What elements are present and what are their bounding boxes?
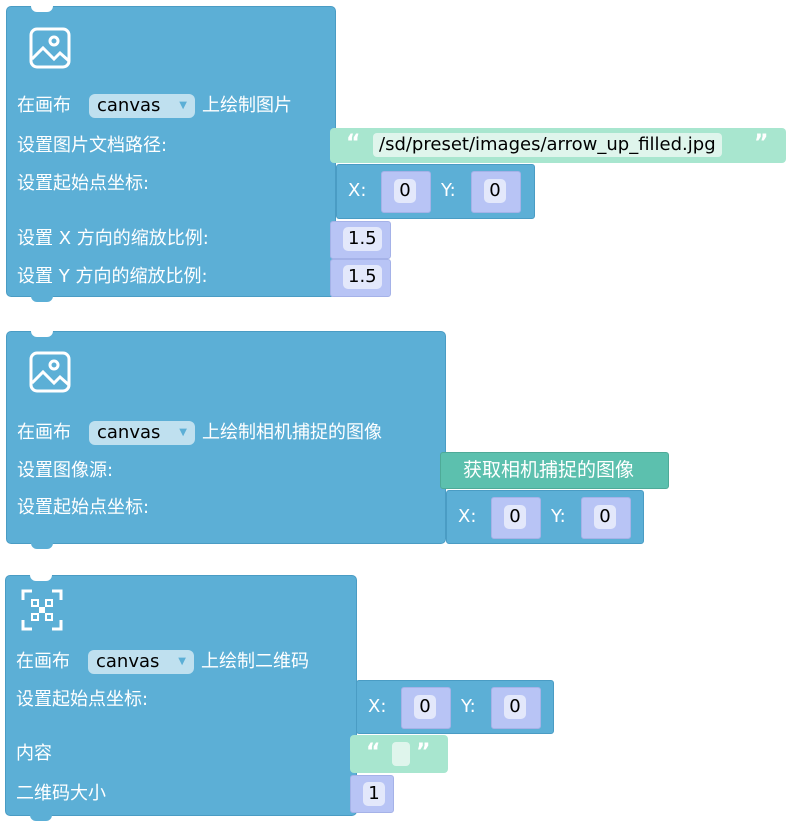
size-number-block[interactable]: 1 xyxy=(350,775,394,813)
content-string-block[interactable]: “ ” xyxy=(350,735,448,773)
notch xyxy=(31,6,53,12)
y-number-block[interactable]: 0 xyxy=(471,171,521,213)
scale-x-number-block[interactable]: 1.5 xyxy=(330,221,391,259)
size-label: 二维码大小 xyxy=(16,783,106,804)
start-point-label: 设置起始点坐标: xyxy=(16,689,149,710)
source-label: 设置图像源: xyxy=(17,460,114,481)
next-tab xyxy=(31,296,53,302)
content-label: 内容 xyxy=(16,743,52,764)
y-label: Y: xyxy=(441,180,456,201)
draw-image-block[interactable]: 在画布 canvas ▼ 上绘制图片 设置图片文档路径: 设置起始点坐标: 设置 … xyxy=(6,6,336,302)
scale-y-input[interactable]: 1.5 xyxy=(343,265,382,289)
canvas-dropdown[interactable]: canvas ▼ xyxy=(88,650,194,674)
x-label: X: xyxy=(368,696,387,717)
coordinate-block[interactable]: X: 0 Y: 0 xyxy=(356,680,554,734)
block-prefix: 在画布 xyxy=(17,422,71,443)
x-input[interactable]: 0 xyxy=(394,179,416,203)
y-label: Y: xyxy=(461,696,476,717)
start-point-label: 设置起始点坐标: xyxy=(17,173,150,194)
canvas-dropdown-value: canvas xyxy=(97,422,161,443)
path-input[interactable]: /sd/preset/images/arrow_up_filled.jpg xyxy=(373,133,722,157)
next-tab xyxy=(30,815,52,821)
quote-open-icon: “ xyxy=(346,131,361,156)
canvas-dropdown-value: canvas xyxy=(96,651,160,672)
coordinate-block[interactable]: X: 0 Y: 0 xyxy=(336,164,535,219)
y-label: Y: xyxy=(551,506,566,527)
scale-y-number-block[interactable]: 1.5 xyxy=(330,259,391,297)
scale-x-input[interactable]: 1.5 xyxy=(343,227,382,251)
x-number-block[interactable]: 0 xyxy=(491,497,541,539)
y-input[interactable]: 0 xyxy=(484,179,506,203)
camera-capture-block[interactable]: 获取相机捕捉的图像 xyxy=(440,452,669,489)
x-number-block[interactable]: 0 xyxy=(401,687,451,729)
x-number-block[interactable]: 0 xyxy=(381,171,431,213)
block-suffix: 上绘制相机捕捉的图像 xyxy=(202,422,382,443)
canvas-dropdown-value: canvas xyxy=(97,95,161,116)
scale-y-label: 设置 Y 方向的缩放比例: xyxy=(17,266,208,287)
x-label: X: xyxy=(348,180,367,201)
notch xyxy=(30,575,52,581)
size-input[interactable]: 1 xyxy=(363,782,385,806)
canvas-dropdown[interactable]: canvas ▼ xyxy=(89,421,195,445)
notch xyxy=(31,331,53,337)
draw-camera-image-block[interactable]: 在画布 canvas ▼ 上绘制相机捕捉的图像 设置图像源: 设置起始点坐标: xyxy=(6,331,446,549)
path-string-block[interactable]: “ /sd/preset/images/arrow_up_filled.jpg … xyxy=(330,128,786,163)
coordinate-block[interactable]: X: 0 Y: 0 xyxy=(446,490,644,544)
x-input[interactable]: 0 xyxy=(504,505,526,529)
quote-close-icon: ” xyxy=(754,131,769,156)
dropdown-arrow-icon: ▼ xyxy=(179,100,187,111)
camera-capture-label: 获取相机捕捉的图像 xyxy=(463,459,635,481)
y-number-block[interactable]: 0 xyxy=(491,687,541,729)
path-label: 设置图片文档路径: xyxy=(17,135,168,156)
quote-close-icon: ” xyxy=(416,740,431,765)
quote-open-icon: “ xyxy=(366,740,381,765)
x-input[interactable]: 0 xyxy=(414,695,436,719)
y-number-block[interactable]: 0 xyxy=(581,497,631,539)
canvas-dropdown[interactable]: canvas ▼ xyxy=(89,94,195,118)
dropdown-arrow-icon: ▼ xyxy=(178,656,186,667)
y-input[interactable]: 0 xyxy=(594,505,616,529)
draw-qrcode-block[interactable]: 在画布 canvas ▼ 上绘制二维码 设置起始点坐标: 内容 二维码大小 xyxy=(5,575,357,821)
block-suffix: 上绘制图片 xyxy=(202,95,292,116)
image-icon xyxy=(29,351,71,393)
next-tab xyxy=(31,543,53,549)
start-point-label: 设置起始点坐标: xyxy=(17,497,150,518)
block-suffix: 上绘制二维码 xyxy=(201,651,309,672)
content-input[interactable] xyxy=(392,742,410,766)
block-prefix: 在画布 xyxy=(16,651,70,672)
qrcode-icon xyxy=(21,589,63,631)
x-label: X: xyxy=(458,506,477,527)
image-icon xyxy=(29,27,71,69)
y-input[interactable]: 0 xyxy=(504,695,526,719)
scale-x-label: 设置 X 方向的缩放比例: xyxy=(17,228,209,249)
dropdown-arrow-icon: ▼ xyxy=(179,427,187,438)
block-prefix: 在画布 xyxy=(17,95,71,116)
